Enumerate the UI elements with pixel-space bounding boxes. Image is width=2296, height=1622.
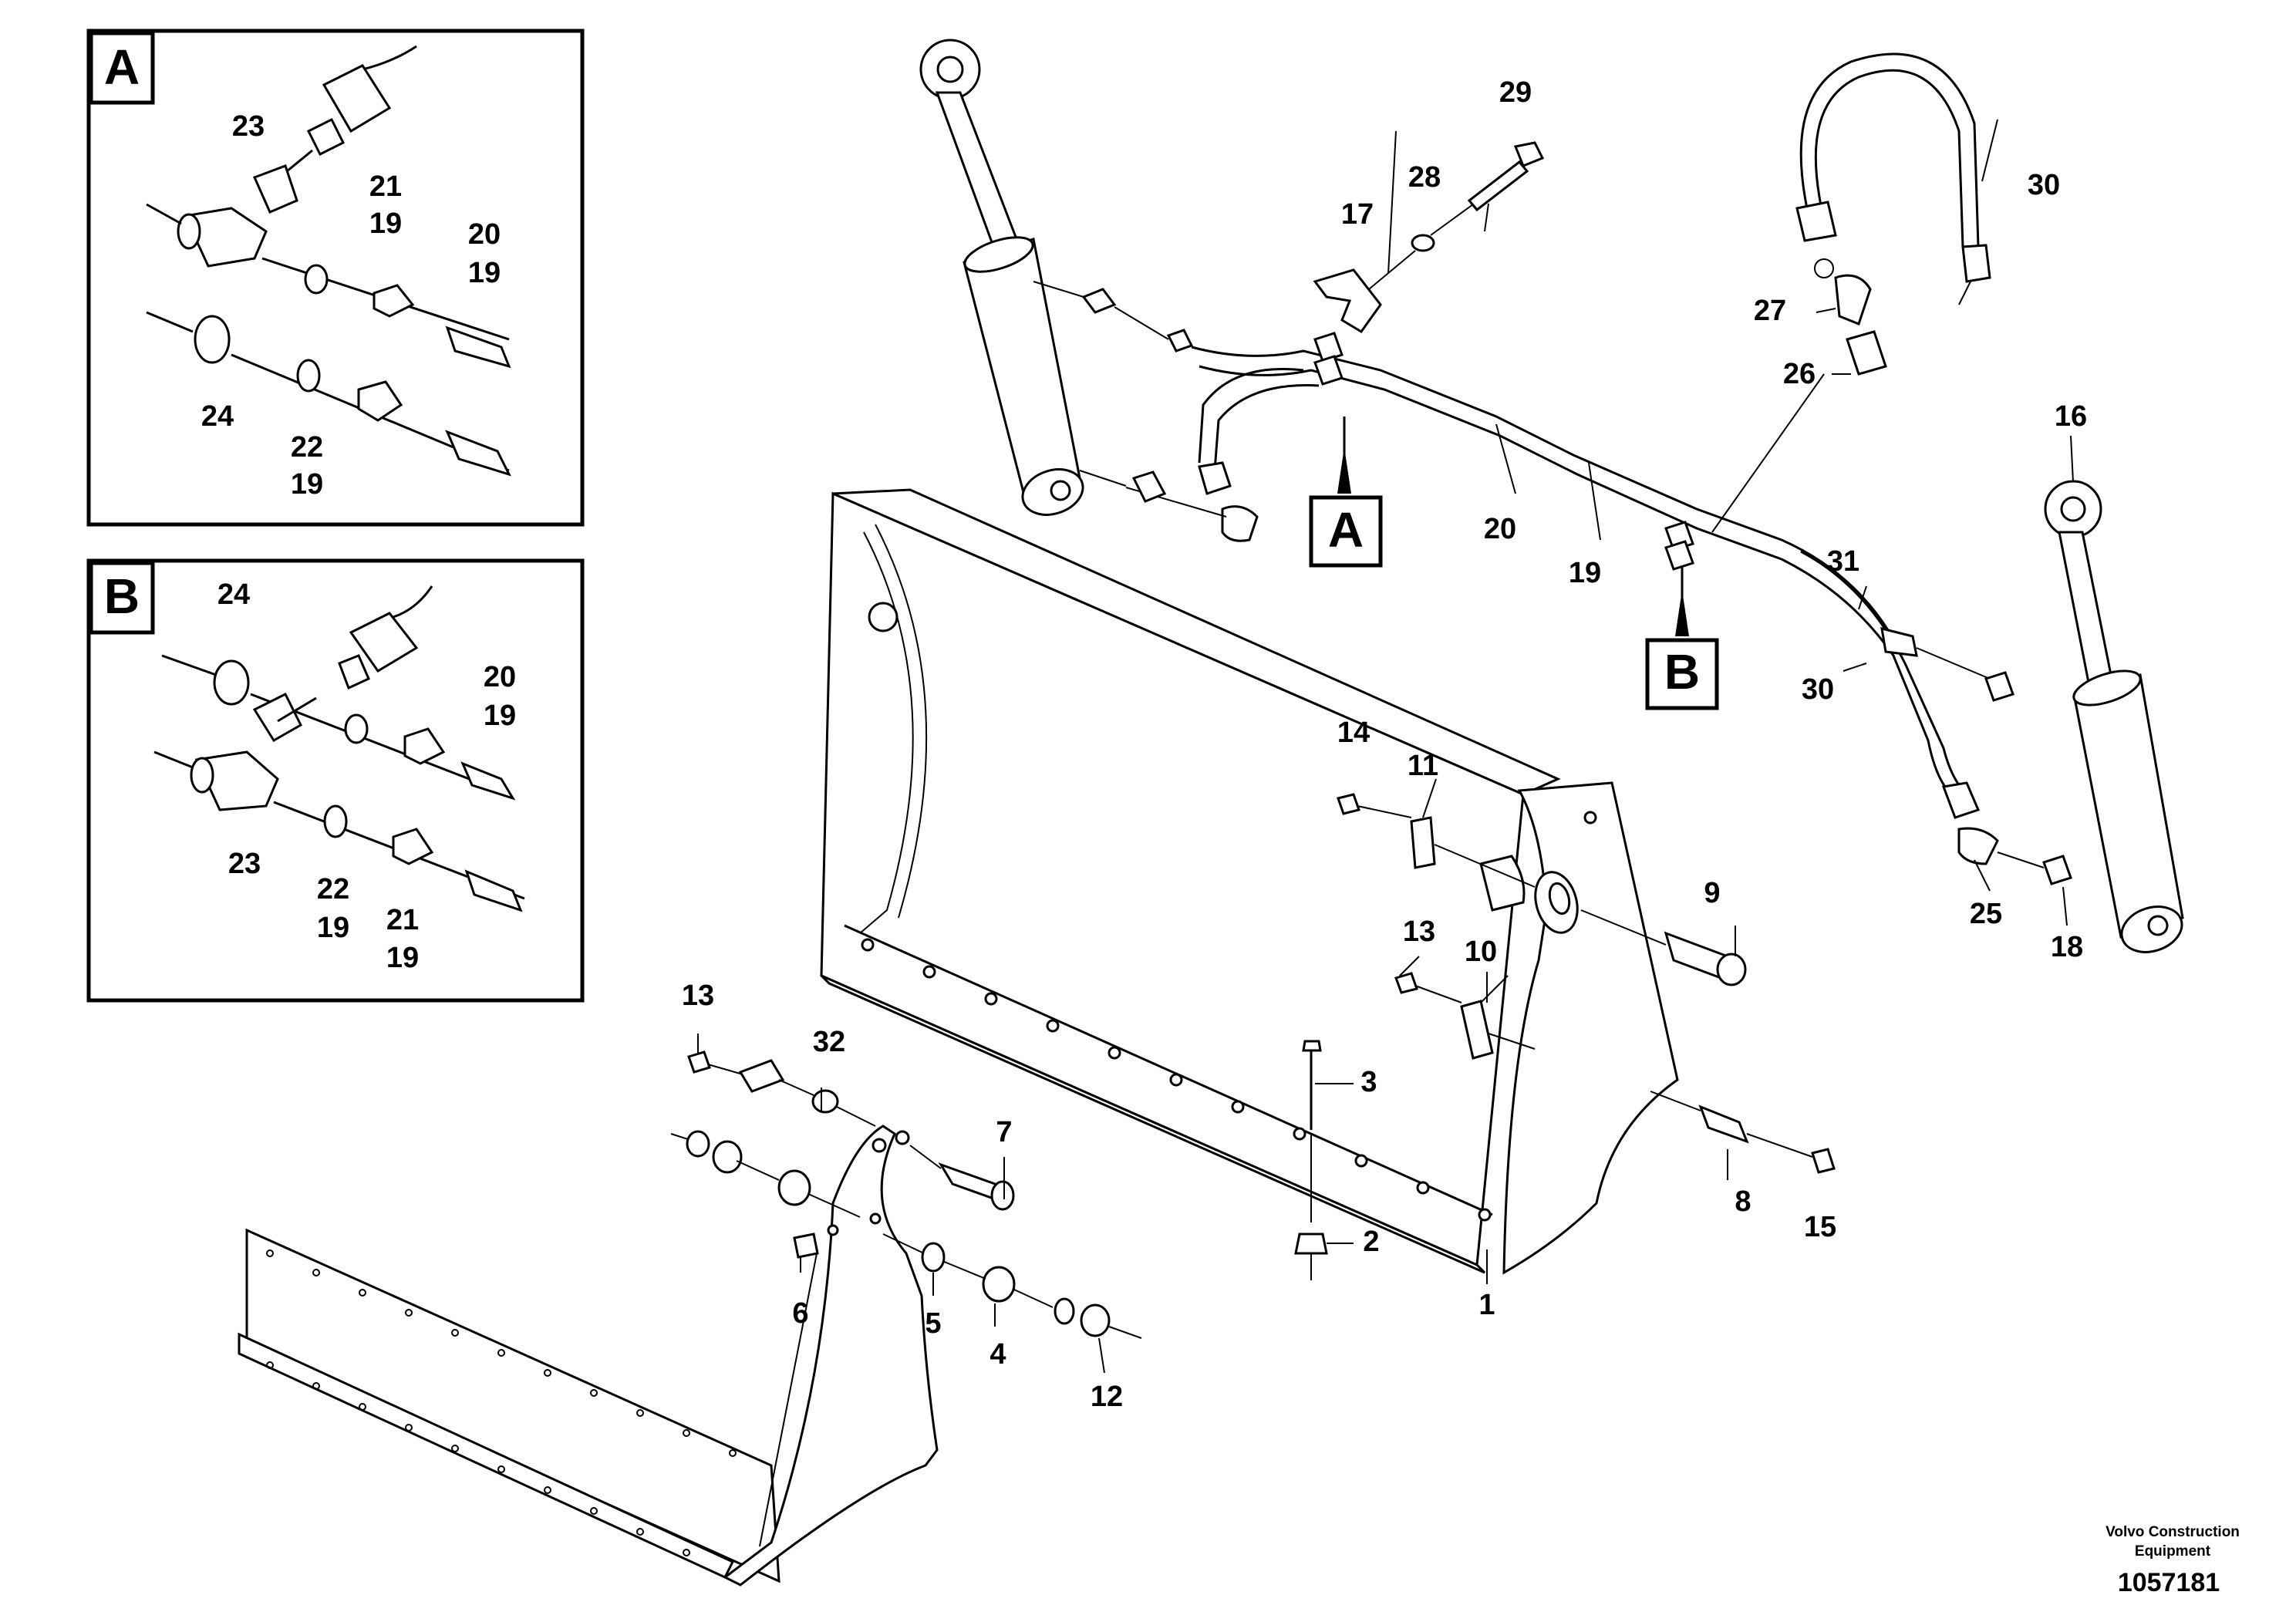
footer: Volvo Construction Equipment 1057181 xyxy=(2106,1524,2240,1597)
hose-30-top xyxy=(1795,52,1991,376)
detail-a-callout-19c: 19 xyxy=(291,468,323,501)
detail-a-label-box xyxy=(89,31,155,105)
callout-16: 16 xyxy=(2055,400,2087,433)
callout-13a: 13 xyxy=(682,980,714,1012)
callout-10: 10 xyxy=(1465,936,1497,968)
bucket-side-attachment xyxy=(238,1050,1142,1587)
callout-9: 9 xyxy=(1704,877,1720,909)
callout-29: 29 xyxy=(1499,76,1532,109)
detail-a-callout-24: 24 xyxy=(201,400,234,433)
marker-a-letter: A xyxy=(1328,502,1364,558)
callout-30a: 30 xyxy=(2028,169,2060,201)
callout-28: 28 xyxy=(1408,161,1441,194)
marker-b: B xyxy=(1645,567,1719,710)
callout-15: 15 xyxy=(1804,1211,1836,1243)
callout-32: 32 xyxy=(813,1026,845,1058)
detail-a-callout-22: 22 xyxy=(291,431,323,464)
detail-a-frame xyxy=(86,29,585,527)
detail-a-drawing xyxy=(146,45,511,477)
bucket-hardware xyxy=(1294,793,1836,1280)
detail-a-callout-20: 20 xyxy=(468,218,501,251)
marker-b-letter: B xyxy=(1664,644,1700,700)
detail-view-a: A 23 21 19 20 19 24 xyxy=(86,29,585,527)
detail-a-callout-19b: 19 xyxy=(468,257,501,289)
callout-7: 7 xyxy=(996,1116,1012,1148)
detail-a-callout-23: 23 xyxy=(232,110,265,143)
document-number: 1057181 xyxy=(2118,1568,2220,1597)
callouts: 1 2 3 4 5 6 7 8 9 10 11 12 13 13 14 15 1… xyxy=(682,76,2087,1413)
callout-12: 12 xyxy=(1091,1381,1123,1413)
callout-26: 26 xyxy=(1783,358,1816,390)
detail-b-callout-19b: 19 xyxy=(317,912,349,944)
detail-b-drawing xyxy=(153,585,525,912)
detail-b-callout-19: 19 xyxy=(484,700,516,732)
detail-b-label-box xyxy=(89,561,155,635)
detail-b-callout-21: 21 xyxy=(386,904,419,936)
detail-a-letter: A xyxy=(104,39,140,95)
side-attachment-holes xyxy=(266,1249,737,1556)
callout-2: 2 xyxy=(1363,1226,1379,1258)
detail-b-callout-20: 20 xyxy=(484,661,516,693)
hydraulic-lines xyxy=(1081,288,1999,865)
brand-line-2: Equipment xyxy=(2135,1543,2211,1560)
right-tilt-cylinder xyxy=(1984,480,2184,953)
bucket xyxy=(820,488,1679,1275)
brand-line-1: Volvo Construction xyxy=(2106,1524,2240,1540)
marker-a: A xyxy=(1309,416,1383,568)
leader-lines xyxy=(697,119,2074,1374)
callout-25: 25 xyxy=(1970,898,2002,930)
hose-clamp-assembly xyxy=(1313,141,1545,333)
cutting-edge-holes xyxy=(861,938,1492,1222)
detail-view-b: B 24 20 19 23 22 19 21 19 xyxy=(86,558,585,1003)
detail-a-callout-19: 19 xyxy=(369,207,402,240)
callout-1: 1 xyxy=(1478,1289,1495,1321)
callout-5: 5 xyxy=(925,1307,941,1340)
detail-b-callout-24: 24 xyxy=(217,578,250,611)
callout-4: 4 xyxy=(990,1338,1006,1371)
callout-8: 8 xyxy=(1735,1185,1751,1218)
callout-19: 19 xyxy=(1569,557,1601,589)
callout-17: 17 xyxy=(1341,198,1374,231)
callout-18: 18 xyxy=(2051,931,2083,963)
detail-b-callout-19c: 19 xyxy=(386,942,419,974)
callout-30b: 30 xyxy=(1802,673,1834,706)
callout-11: 11 xyxy=(1408,750,1438,782)
callout-13b: 13 xyxy=(1403,916,1435,948)
callout-20: 20 xyxy=(1484,513,1516,545)
callout-14: 14 xyxy=(1337,717,1370,749)
detail-b-callout-23: 23 xyxy=(228,848,261,880)
detail-b-letter: B xyxy=(104,568,140,624)
callout-31: 31 xyxy=(1827,545,1859,578)
detail-b-callout-22: 22 xyxy=(317,873,349,905)
callout-27: 27 xyxy=(1754,295,1786,327)
callout-6: 6 xyxy=(792,1297,808,1330)
left-tilt-cylinder xyxy=(919,39,1127,516)
callout-3: 3 xyxy=(1360,1066,1377,1098)
detail-a-callout-21: 21 xyxy=(369,170,402,203)
